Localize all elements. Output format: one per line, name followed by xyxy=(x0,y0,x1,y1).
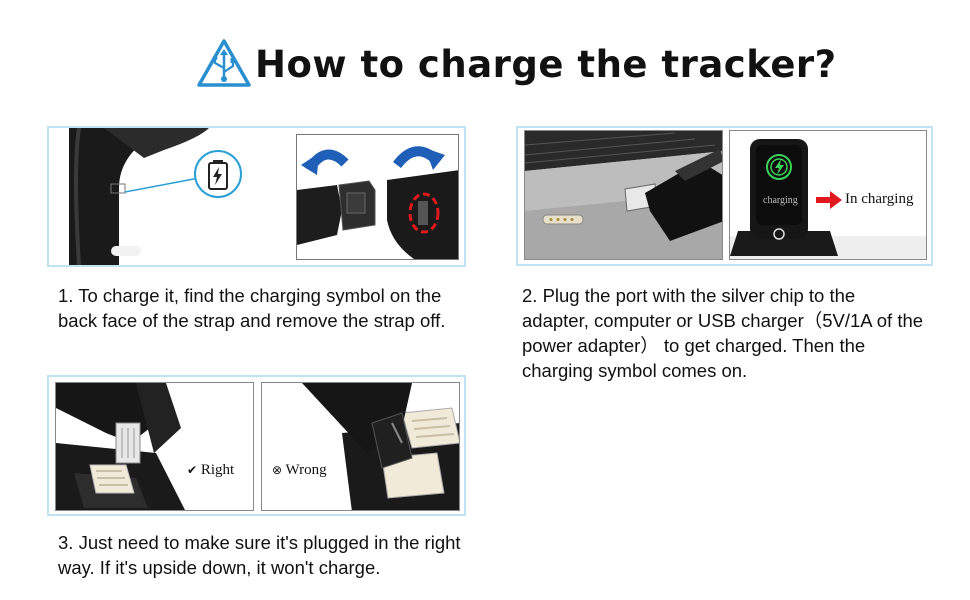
x-circle-icon: ⊗ xyxy=(272,463,283,477)
right-label: ✔︎ Right xyxy=(187,462,235,478)
step1-instructions: 1. To charge it, find the charging symbo… xyxy=(58,285,446,331)
dock-screen-label: charging xyxy=(763,195,798,206)
charging-symbol-callout xyxy=(194,150,242,198)
step2-instructions: 2. Plug the port with the silver chip to… xyxy=(522,285,924,381)
usb-warning-icon xyxy=(197,39,251,87)
red-arrow-icon xyxy=(816,191,842,209)
strap-removal-photo xyxy=(296,134,459,260)
battery-charging-icon xyxy=(208,160,228,190)
step1-image-panel xyxy=(47,126,466,267)
strap-back-photo xyxy=(69,128,209,265)
check-circle-icon: ✔︎ xyxy=(187,463,198,477)
charging-dock-photo: charging In charging xyxy=(729,130,927,260)
step2-image-panel: charging In charging xyxy=(516,126,933,266)
step3-image-panel: ✔︎ Right ⊗ Wrong xyxy=(47,375,466,516)
in-charging-label: In charging xyxy=(845,191,914,207)
laptop-usb-photo xyxy=(524,130,723,260)
wrong-label: ⊗ Wrong xyxy=(272,462,327,478)
page-title: How to charge the tracker? xyxy=(255,42,837,86)
wrong-orientation-photo: ⊗ Wrong xyxy=(261,382,460,511)
page-header: How to charge the tracker? xyxy=(196,36,837,92)
step3-instructions: 3. Just need to make sure it's plugged i… xyxy=(58,532,461,578)
right-orientation-photo: ✔︎ Right xyxy=(55,382,254,511)
